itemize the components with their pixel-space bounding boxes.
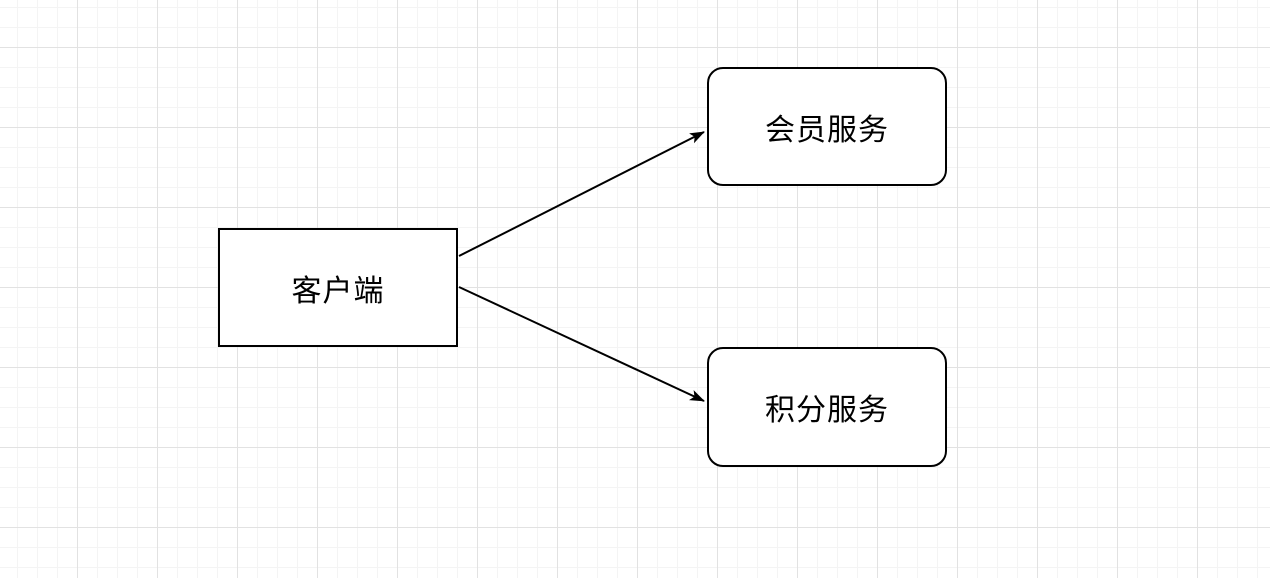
node-points-service[interactable]: 积分服务 <box>707 347 947 467</box>
node-client-label: 客户端 <box>291 274 385 308</box>
node-member-service[interactable]: 会员服务 <box>707 67 947 186</box>
node-points-service-label: 积分服务 <box>765 394 889 427</box>
node-member-service-label: 会员服务 <box>765 113 889 147</box>
edge-client-to-points-service[interactable] <box>458 286 705 402</box>
node-client[interactable]: 客户端 <box>218 228 458 347</box>
edge-client-to-member-service[interactable] <box>458 131 705 257</box>
